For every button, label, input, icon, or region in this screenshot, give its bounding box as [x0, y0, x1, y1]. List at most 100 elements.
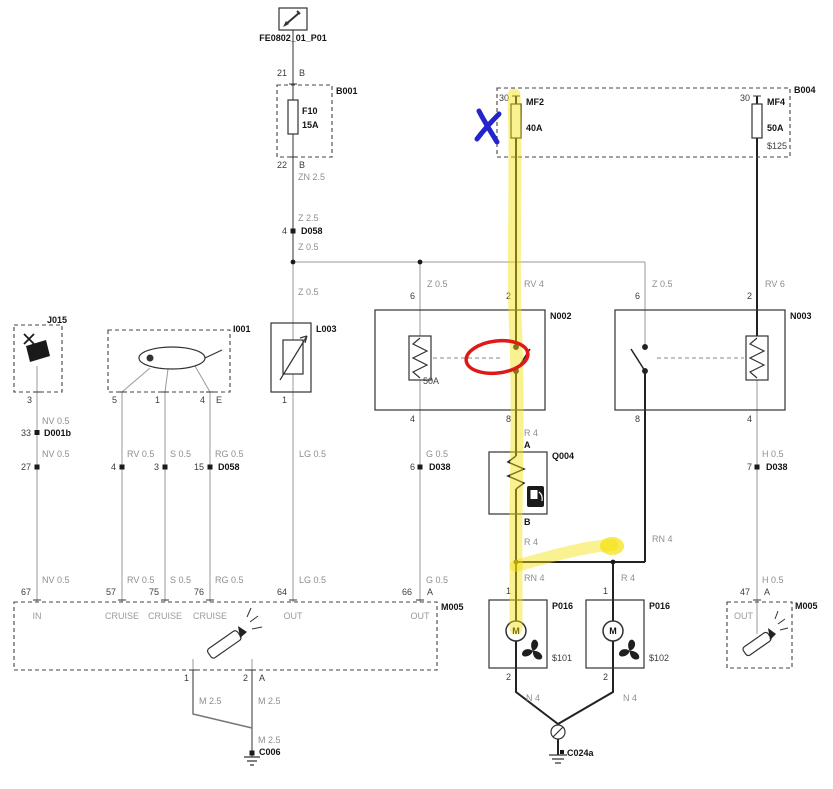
wire-label-h05: H 0.5 — [762, 449, 784, 459]
wire-label-nv05: NV 0.5 — [42, 575, 70, 585]
wire-label-z05: Z 0.5 — [652, 279, 673, 289]
b001-pin-top: 21 — [276, 68, 287, 78]
m005-pin-75: 75 — [148, 587, 159, 597]
fan-icon — [618, 639, 640, 660]
fan-icon — [521, 639, 543, 660]
m005-pin-66: 66 — [401, 587, 412, 597]
m005-port-cruise: CRUISE — [192, 611, 228, 621]
m005-pin-76: 76 — [193, 587, 204, 597]
d058-row-pin: 15 — [193, 462, 204, 472]
ground-icon — [244, 754, 567, 766]
m005-pin-67: 67 — [20, 587, 31, 597]
b001-fuse-name: F10 — [302, 106, 318, 116]
motor-letter: M — [512, 626, 520, 636]
mf2-name: MF2 — [526, 97, 544, 107]
mf4-pin: 30 — [739, 93, 750, 103]
component-ref-l003: L003 — [316, 324, 337, 334]
motor-icons — [505, 620, 640, 660]
p016-left-splice: $101 — [552, 653, 573, 663]
wire-label-s05: S 0.5 — [170, 449, 192, 459]
wire-label-n4: N 4 — [526, 693, 541, 703]
wire-label-r4: R 4 — [621, 573, 636, 583]
contact-icon — [630, 344, 648, 374]
n003-pin-6: 6 — [634, 291, 640, 301]
connector-pin-3: 3 — [153, 462, 159, 472]
component-ref-b001: B001 — [336, 86, 358, 96]
component-ref-q004: Q004 — [552, 451, 575, 461]
i001-pin-5: 5 — [111, 395, 117, 405]
q004-pin-a: A — [524, 440, 531, 450]
wire-label-nv05: NV 0.5 — [42, 416, 70, 426]
m005-port-in: IN — [32, 611, 42, 621]
medium-wires — [192, 30, 294, 757]
connector-d038: D038 — [766, 462, 788, 472]
wire-label-rv05: RV 0.5 — [127, 575, 155, 585]
m005-pin-b2: 2 — [242, 673, 248, 683]
motor-icon — [505, 620, 527, 642]
connector-d038: D038 — [429, 462, 451, 472]
wire-label-rv6: RV 6 — [765, 279, 785, 289]
wire-label-lg05: LG 0.5 — [299, 449, 327, 459]
d038-left-pin: 6 — [409, 462, 415, 472]
fuel-pump-icon — [527, 486, 544, 507]
switch-icon — [23, 333, 50, 362]
d058-top-pin: 4 — [281, 226, 287, 236]
wire-label-h05: H 0.5 — [762, 575, 784, 585]
splice-icon — [550, 724, 566, 740]
n002-pin-2: 2 — [505, 291, 511, 301]
wire-label-rn4: RN 4 — [524, 573, 545, 583]
m005-left-box — [13, 601, 438, 671]
mf4-rating: 50A — [767, 123, 784, 133]
b004-splice: $125 — [766, 141, 787, 151]
wire-label-s05: S 0.5 — [170, 575, 192, 585]
p016-right-pin-2: 2 — [602, 672, 608, 682]
wire-label-zn25: ZN 2.5 — [298, 172, 326, 182]
m005-pin-57: 57 — [105, 587, 116, 597]
connector-d001b: D001b — [44, 428, 72, 438]
p016-right-splice: $102 — [649, 653, 670, 663]
wire-label-z05: Z 0.5 — [298, 287, 319, 297]
d001b-pin: 33 — [20, 428, 31, 438]
connector-pin-27: 27 — [20, 462, 31, 472]
relay-internals — [408, 335, 769, 381]
component-ref-m005-right: M005 — [795, 601, 818, 611]
wire-label-z25: Z 2.5 — [298, 213, 319, 223]
q004-pin-b: B — [524, 517, 531, 527]
fuse-icons — [287, 99, 763, 139]
wire-label-rg05: RG 0.5 — [215, 575, 244, 585]
stalk-icon — [138, 346, 223, 370]
d038-right-pin: 7 — [746, 462, 752, 472]
connector-d058: D058 — [218, 462, 240, 472]
n002-rating: 50A — [423, 376, 440, 386]
connector-d058-top: D058 — [301, 226, 323, 236]
mf4-name: MF4 — [767, 97, 785, 107]
connector-c006: C006 — [259, 747, 281, 757]
p016-left-pin-2: 2 — [505, 672, 511, 682]
wire-label-rn4: RN 4 — [652, 534, 673, 544]
q004-internals — [506, 455, 544, 507]
wire-label-r4: R 4 — [524, 537, 539, 547]
component-ref-m005-left: M005 — [441, 602, 464, 612]
i001-pin-4: 4 — [199, 395, 205, 405]
signal-wires — [36, 261, 758, 670]
mf2-pin: 30 — [498, 93, 509, 103]
wire-label-rg05: RG 0.5 — [215, 449, 244, 459]
b001-conn-top: B — [299, 68, 306, 78]
n003-pin-8: 8 — [634, 414, 640, 424]
m005-port-out: OUT — [410, 611, 430, 621]
m005-pin-66-conn: A — [427, 587, 434, 597]
contact-icon — [513, 344, 531, 374]
component-ref-i001: I001 — [233, 324, 251, 334]
m005-right-conn: A — [764, 587, 771, 597]
fuse-icon — [751, 103, 763, 139]
page-ref: FE0802_01_P01 — [259, 33, 327, 43]
wire-label-m25: M 2.5 — [258, 735, 281, 745]
n002-pin-4: 4 — [409, 414, 415, 424]
i001-pin-1: 1 — [154, 395, 160, 405]
wire-label-r4: R 4 — [524, 428, 539, 438]
component-ref-n002: N002 — [550, 311, 572, 321]
coil-icon — [408, 335, 432, 381]
wire-label-z05: Z 0.5 — [427, 279, 448, 289]
wire-label-m25: M 2.5 — [258, 696, 281, 706]
